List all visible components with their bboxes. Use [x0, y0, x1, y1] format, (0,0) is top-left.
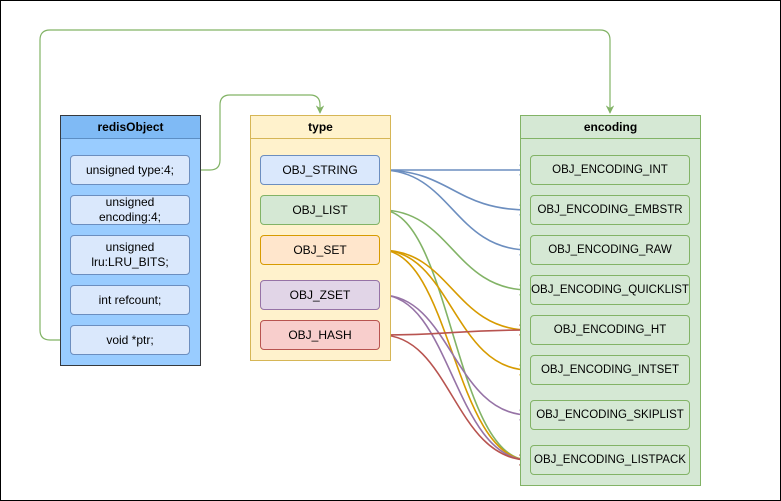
- edge-obj_set-to-obj_encoding_ht: [380, 249, 531, 336]
- type-title: type: [251, 116, 390, 139]
- edge-obj_hash-to-obj_encoding_ht: [380, 324, 531, 336]
- edge-obj_hash-to-obj_encoding_listpack: [380, 334, 531, 466]
- edge-ptr-to-encoding-table: [39, 29, 615, 341]
- type-obj-string[interactable]: OBJ_STRING: [260, 155, 380, 185]
- encoding-int[interactable]: OBJ_ENCODING_INT: [530, 155, 690, 185]
- edge-obj_string-to-obj_encoding_embstr: [380, 169, 531, 216]
- field-type[interactable]: unsigned type:4;: [70, 155, 190, 185]
- edge-obj_list-to-obj_encoding_listpack: [380, 209, 531, 466]
- encoding-raw[interactable]: OBJ_ENCODING_RAW: [530, 235, 690, 265]
- type-obj-zset[interactable]: OBJ_ZSET: [260, 280, 380, 310]
- type-obj-set[interactable]: OBJ_SET: [260, 235, 380, 265]
- edge-obj_set-to-obj_encoding_listpack: [380, 249, 531, 466]
- encoding-listpack[interactable]: OBJ_ENCODING_LISTPACK: [530, 445, 690, 475]
- type-obj-list[interactable]: OBJ_LIST: [260, 195, 380, 225]
- edge-type-field-to-type-table: [191, 94, 325, 171]
- edge-obj_string-to-obj_encoding_raw: [380, 169, 531, 256]
- encoding-quicklist[interactable]: OBJ_ENCODING_QUICKLIST: [530, 275, 690, 305]
- field-ptr[interactable]: void *ptr;: [70, 325, 190, 355]
- edge-obj_set-to-obj_encoding_intset: [380, 249, 531, 376]
- redis-object-title: redisObject: [61, 116, 200, 139]
- encoding-embstr[interactable]: OBJ_ENCODING_EMBSTR: [530, 195, 690, 225]
- encoding-skiplist[interactable]: OBJ_ENCODING_SKIPLIST: [530, 400, 690, 430]
- encoding-title: encoding: [521, 116, 700, 139]
- field-refcount[interactable]: int refcount;: [70, 285, 190, 315]
- field-lru[interactable]: unsigned lru:LRU_BITS;: [70, 235, 190, 275]
- type-obj-hash[interactable]: OBJ_HASH: [260, 320, 380, 350]
- field-encoding[interactable]: unsigned encoding:4;: [70, 195, 190, 225]
- encoding-ht[interactable]: OBJ_ENCODING_HT: [530, 315, 690, 345]
- edge-obj_zset-to-obj_encoding_skiplist: [380, 294, 531, 421]
- edge-obj_list-to-obj_encoding_quicklist: [380, 209, 531, 296]
- encoding-intset[interactable]: OBJ_ENCODING_INTSET: [530, 355, 690, 385]
- edge-obj_zset-to-obj_encoding_listpack: [380, 294, 531, 466]
